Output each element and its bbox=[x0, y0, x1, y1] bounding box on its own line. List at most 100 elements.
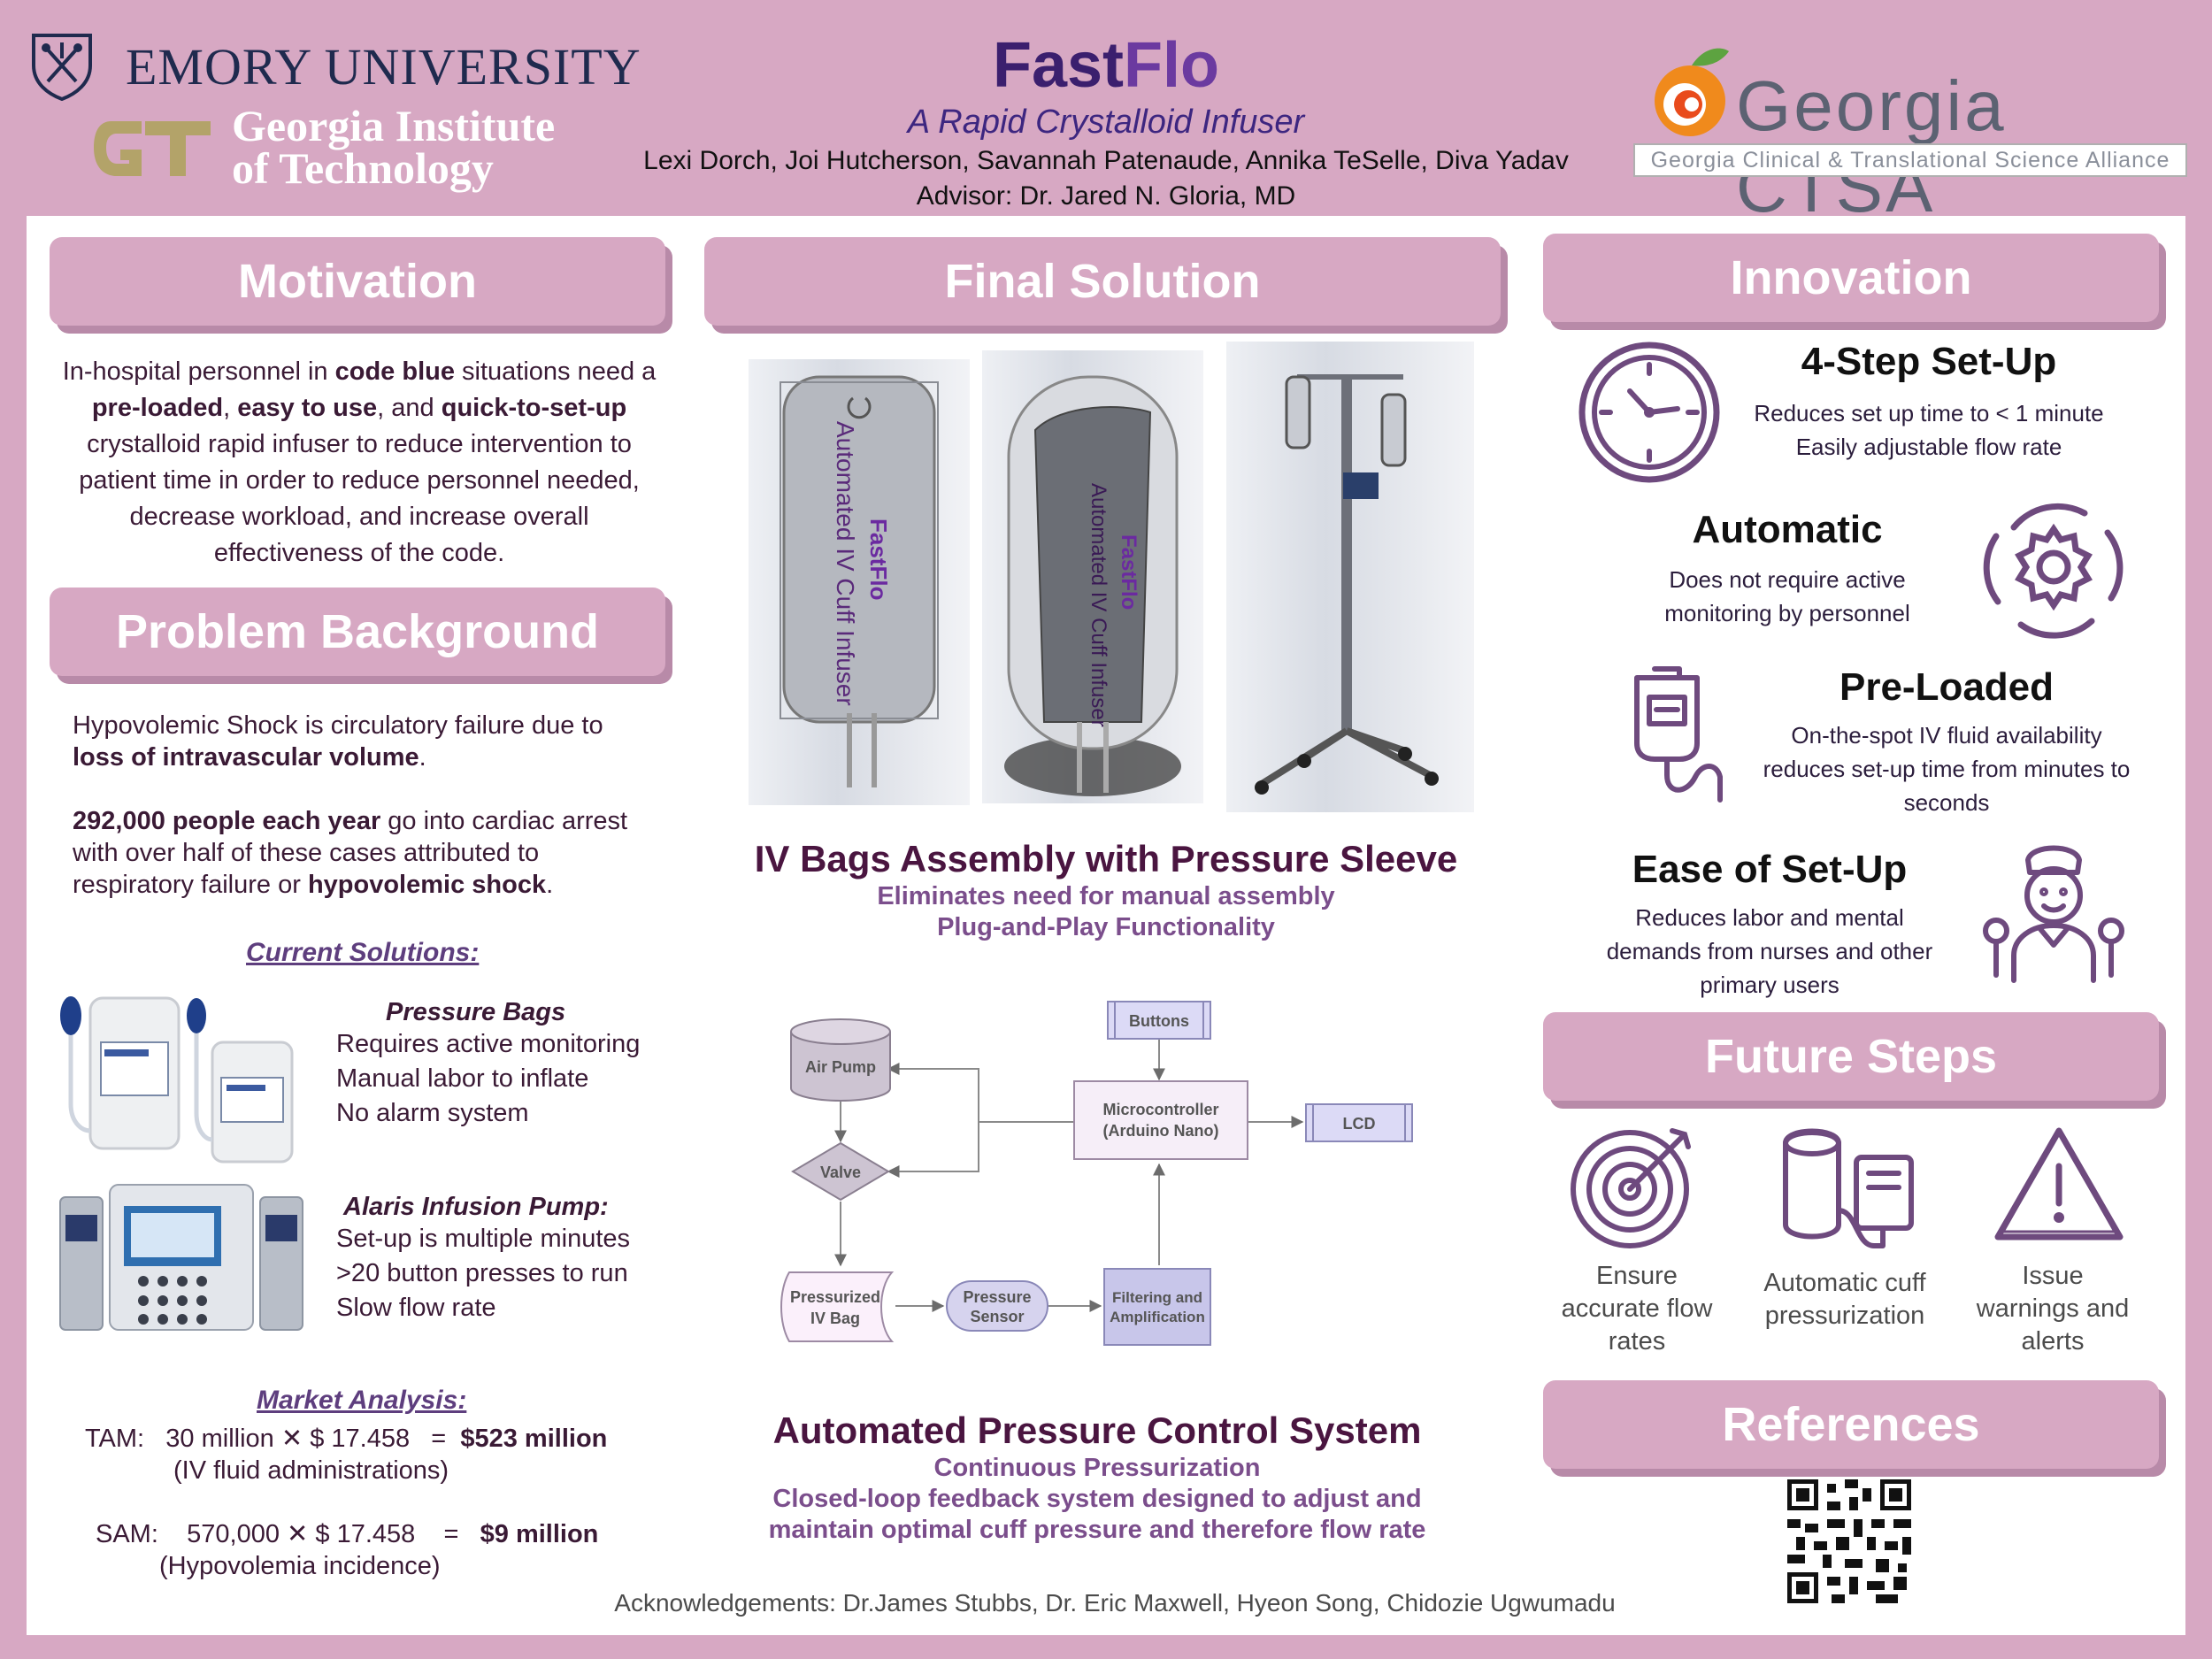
lcd-label: LCD bbox=[1343, 1115, 1376, 1133]
future-text-3: Issue warnings and alerts bbox=[1955, 1260, 2150, 1358]
pressure-bags-item: No alarm system bbox=[336, 1099, 529, 1127]
iv-pole-render bbox=[1226, 342, 1474, 812]
alaris-item: Set-up is multiple minutes bbox=[336, 1225, 631, 1253]
pressure-sensor-label: Pressure bbox=[963, 1288, 1031, 1306]
nurse-icon bbox=[1983, 845, 2124, 983]
innovation-text-2: Does not require active monitoring by pe… bbox=[1593, 563, 1982, 630]
lcd-block bbox=[1305, 1103, 1413, 1142]
alaris-title: Alaris Infusion Pump: bbox=[343, 1193, 609, 1221]
innovation-title-1: 4-Step Set-Up bbox=[1801, 340, 2057, 383]
tam-result: $523 million bbox=[460, 1425, 608, 1453]
poster-header: EMORY UNIVERSITY Georgia Institute of Te… bbox=[0, 0, 2212, 227]
pressure-bags-item: Requires active monitoring bbox=[336, 1030, 641, 1058]
innovation-heading: Innovation bbox=[1543, 234, 2159, 322]
filtering-label: Filtering and bbox=[1112, 1289, 1202, 1306]
future-line: rates bbox=[1608, 1327, 1666, 1356]
acknowledgements: Acknowledgements: Dr.James Stubbs, Dr. E… bbox=[614, 1589, 1616, 1617]
innovation-line: Reduces labor and mental bbox=[1635, 904, 1904, 931]
microcontroller-sublabel: (Arduino Nano) bbox=[1103, 1122, 1219, 1140]
gt-monogram-icon bbox=[94, 120, 211, 176]
innovation-line: primary users bbox=[1700, 972, 1839, 998]
sam-label: SAM: bbox=[96, 1520, 158, 1548]
control-sub1: Continuous Pressurization bbox=[933, 1454, 1261, 1482]
buttons-block bbox=[1107, 1001, 1211, 1040]
bag-label-text: Automated IV Cuff Infuser bbox=[1087, 483, 1110, 727]
innovation-line: Easily adjustable flow rate bbox=[1795, 434, 2062, 460]
motivation-bold-3: easy to use bbox=[237, 394, 378, 422]
innovation-text-1: Reduces set up time to < 1 minute Easily… bbox=[1717, 396, 2141, 464]
motivation-text-2: situations need a bbox=[454, 357, 657, 386]
times-icon: ✕ bbox=[280, 1425, 303, 1453]
final-solution-heading: Final Solution bbox=[704, 237, 1501, 326]
bag-brand-text: FastFlo bbox=[1117, 534, 1141, 610]
assembly-title: IV Bags Assembly with Pressure Sleeve bbox=[754, 838, 1458, 879]
innovation-line: demands from nurses and other bbox=[1606, 938, 1933, 964]
sam-quantity: 570,000 bbox=[187, 1520, 280, 1548]
innovation-line: Does not require active bbox=[1669, 566, 1906, 593]
future-line: Issue bbox=[2022, 1262, 2084, 1290]
future-line: alerts bbox=[2021, 1327, 2085, 1356]
motivation-bold-2: pre-loaded bbox=[91, 394, 224, 422]
advisor: Advisor: Dr. Jared N. Gloria, MD bbox=[916, 181, 1296, 211]
pressure-sensor-block bbox=[946, 1280, 1048, 1332]
filtering-sublabel: Amplification bbox=[1110, 1309, 1205, 1325]
poster-subtitle: A Rapid Crystalloid Infuser bbox=[907, 104, 1305, 141]
innovation-title-4: Ease of Set-Up bbox=[1632, 848, 1908, 891]
assembly-sub1: Eliminates need for manual assembly bbox=[877, 882, 1335, 910]
control-title: Automated Pressure Control System bbox=[772, 1409, 1422, 1451]
tam-quantity: 30 million bbox=[165, 1425, 274, 1453]
pressure-bags-list: Requires active monitoring Manual labor … bbox=[336, 1027, 640, 1131]
tam-note: (IV fluid administrations) bbox=[173, 1456, 449, 1485]
control-sub3: maintain optimal cuff pressure and there… bbox=[768, 1516, 1426, 1544]
innovation-line: On-the-spot IV fluid availability bbox=[1791, 722, 2102, 749]
peach-icon bbox=[1655, 48, 1729, 136]
warning-icon bbox=[1994, 1127, 2124, 1240]
motivation-text: In-hospital personnel in code blue situa… bbox=[58, 354, 660, 572]
problem-text-1: Hypovolemic Shock is circulatory failure… bbox=[73, 710, 657, 773]
air-pump-block bbox=[790, 1018, 891, 1102]
problem-text-1a: Hypovolemic Shock is circulatory failure… bbox=[73, 711, 603, 740]
clock-icon bbox=[1578, 342, 1720, 483]
emory-name: EMORY UNIVERSITY bbox=[126, 37, 641, 96]
problem-text-2: 292,000 people each year go into cardiac… bbox=[73, 805, 657, 901]
title-fast: Fast bbox=[992, 30, 1125, 101]
motivation-text-1: In-hospital personnel in bbox=[62, 357, 335, 386]
motivation-bold-1: code blue bbox=[334, 357, 455, 386]
tam-row: TAM: 30 million ✕ $ 17.458 = $523 millio… bbox=[85, 1421, 687, 1457]
authors: Lexi Dorch, Joi Hutcherson, Savannah Pat… bbox=[643, 146, 1569, 175]
future-line: warnings and bbox=[1976, 1294, 2130, 1323]
future-steps-heading: Future Steps bbox=[1543, 1012, 2159, 1101]
alaris-item: Slow flow rate bbox=[336, 1294, 496, 1322]
assembly-sub2: Plug-and-Play Functionality bbox=[937, 913, 1275, 941]
iv-bag-label: Pressurized bbox=[790, 1288, 880, 1306]
air-pump-label: Air Pump bbox=[805, 1058, 876, 1076]
target-icon bbox=[1571, 1128, 1691, 1248]
references-heading: References bbox=[1543, 1380, 2159, 1469]
times-icon: ✕ bbox=[287, 1520, 309, 1548]
future-line: Ensure bbox=[1596, 1262, 1678, 1290]
alaris-pump-image bbox=[59, 1184, 303, 1331]
iv-bag-iso-drawing: Automated IV Cuff Infuser FastFlo bbox=[1004, 375, 1181, 796]
innovation-line: seconds bbox=[1903, 789, 1990, 816]
innovation-text-3: On-the-spot IV fluid availability reduce… bbox=[1734, 718, 2159, 819]
sam-equals: = bbox=[443, 1520, 459, 1548]
georgia-tech-logo: Georgia Institute of Technology bbox=[90, 104, 555, 190]
innovation-title-2: Automatic bbox=[1692, 508, 1883, 551]
innovation-line: reduces set-up time from minutes to bbox=[1763, 756, 2131, 782]
iv-bag-front-drawing: Automated IV Cuff Infuser FastFlo bbox=[780, 375, 939, 787]
valve-label: Valve bbox=[820, 1164, 861, 1181]
problem-bold-2: 292,000 people each year bbox=[73, 807, 381, 835]
motivation-text-5: crystalloid rapid infuser to reduce inte… bbox=[79, 430, 640, 567]
alaris-item: >20 button presses to run bbox=[336, 1259, 628, 1287]
sam-note: (Hypovolemia incidence) bbox=[159, 1552, 441, 1580]
title-block: FastFlo A Rapid Crystalloid Infuser Lexi… bbox=[566, 30, 1646, 214]
title-flo: Flo bbox=[1124, 30, 1219, 101]
references-qr-code[interactable] bbox=[1787, 1479, 1911, 1603]
innovation-line: Reduces set up time to < 1 minute bbox=[1754, 400, 2104, 426]
valve-block bbox=[791, 1141, 890, 1202]
sam-result: $9 million bbox=[480, 1520, 599, 1548]
market-analysis-heading: Market Analysis: bbox=[257, 1386, 467, 1415]
iv-pole-drawing bbox=[1255, 374, 1439, 795]
gear-cycle-icon bbox=[1983, 503, 2124, 639]
motivation-bold-4: quick-to-set-up bbox=[441, 394, 627, 422]
